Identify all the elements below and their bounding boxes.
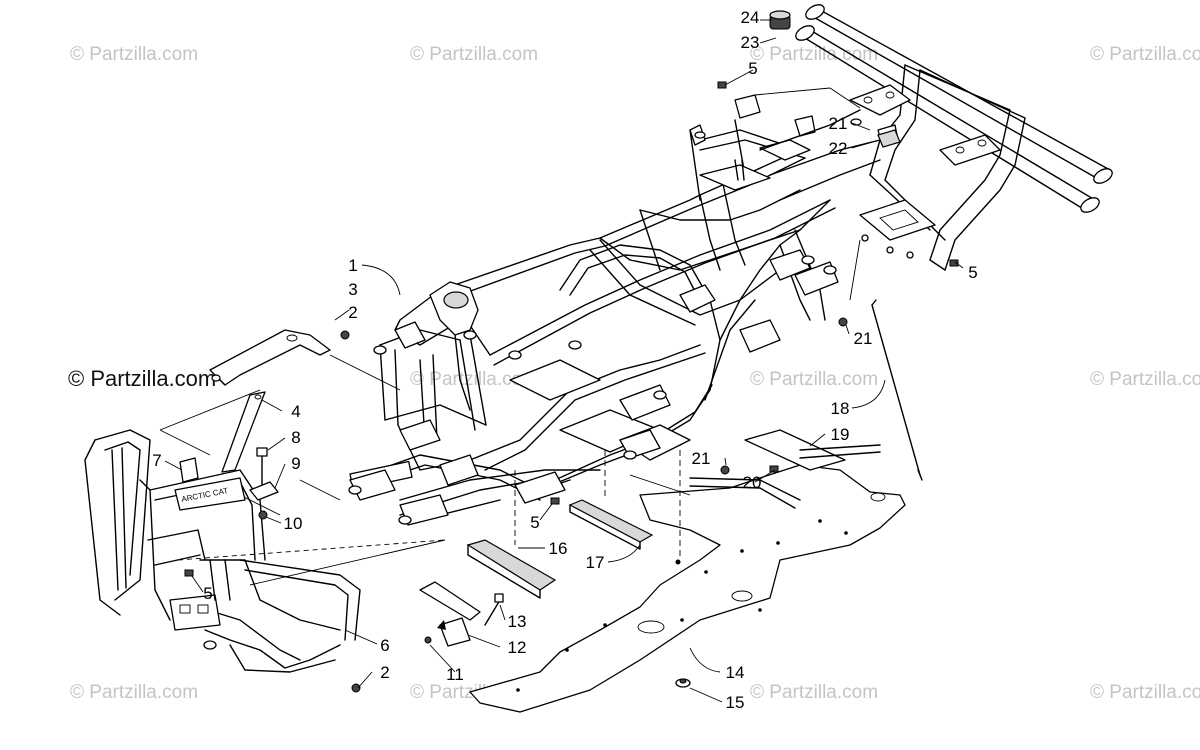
callout-5: 5 bbox=[203, 584, 212, 603]
watermark: © Partzilla.com bbox=[750, 682, 878, 703]
callouts: 24 23 5 21 22 5 1 3 2 21 4 18 8 19 7 9 2… bbox=[152, 8, 977, 712]
callout-11: 11 bbox=[446, 665, 464, 684]
watermark-main: © Partzilla.com bbox=[68, 366, 216, 391]
callout-20: 20 bbox=[743, 473, 762, 492]
callout-12: 12 bbox=[508, 638, 527, 657]
callout-22: 22 bbox=[829, 139, 848, 158]
callout-1: 1 bbox=[348, 256, 357, 275]
callout-21: 21 bbox=[692, 449, 711, 468]
callout-2: 2 bbox=[348, 303, 357, 322]
watermark: © Partzilla.com bbox=[1090, 682, 1200, 703]
callout-16: 16 bbox=[549, 539, 568, 558]
watermark: © Partzilla.com bbox=[1090, 44, 1200, 65]
callout-5: 5 bbox=[968, 263, 977, 282]
watermark: © Partzilla.com bbox=[70, 682, 198, 703]
callout-2: 2 bbox=[380, 663, 389, 682]
leader-lines bbox=[164, 19, 964, 703]
callout-24: 24 bbox=[741, 8, 760, 27]
callout-10: 10 bbox=[284, 514, 303, 533]
callout-21: 21 bbox=[854, 329, 873, 348]
callout-21: 21 bbox=[829, 114, 848, 133]
callout-13: 13 bbox=[508, 612, 527, 631]
callout-19: 19 bbox=[831, 425, 850, 444]
callout-18: 18 bbox=[831, 399, 850, 418]
watermark: © Partzilla.com bbox=[410, 369, 538, 390]
callout-15: 15 bbox=[726, 693, 745, 712]
callout-14: 14 bbox=[726, 663, 745, 682]
rear-rack bbox=[769, 4, 1113, 271]
callout-6: 6 bbox=[380, 636, 389, 655]
main-frame bbox=[348, 94, 881, 526]
front-bumper: ARCTIC CAT bbox=[84, 429, 361, 673]
callout-5: 5 bbox=[530, 513, 539, 532]
watermark: © Partzilla.com bbox=[750, 44, 878, 65]
watermark: © Partzilla.com bbox=[1090, 369, 1200, 390]
callout-7: 7 bbox=[152, 451, 161, 470]
small-parts bbox=[184, 81, 959, 693]
callout-8: 8 bbox=[291, 428, 300, 447]
watermark: © Partzilla.com bbox=[750, 369, 878, 390]
callout-4: 4 bbox=[291, 402, 300, 421]
callout-9: 9 bbox=[291, 454, 300, 473]
callout-23: 23 bbox=[741, 33, 760, 52]
callout-17: 17 bbox=[586, 553, 605, 572]
callout-3: 3 bbox=[348, 280, 357, 299]
watermark: © Partzilla.com bbox=[70, 44, 198, 65]
skid-plate bbox=[469, 464, 906, 713]
callout-5: 5 bbox=[748, 59, 757, 78]
watermark: © Partzilla.com bbox=[410, 44, 538, 65]
